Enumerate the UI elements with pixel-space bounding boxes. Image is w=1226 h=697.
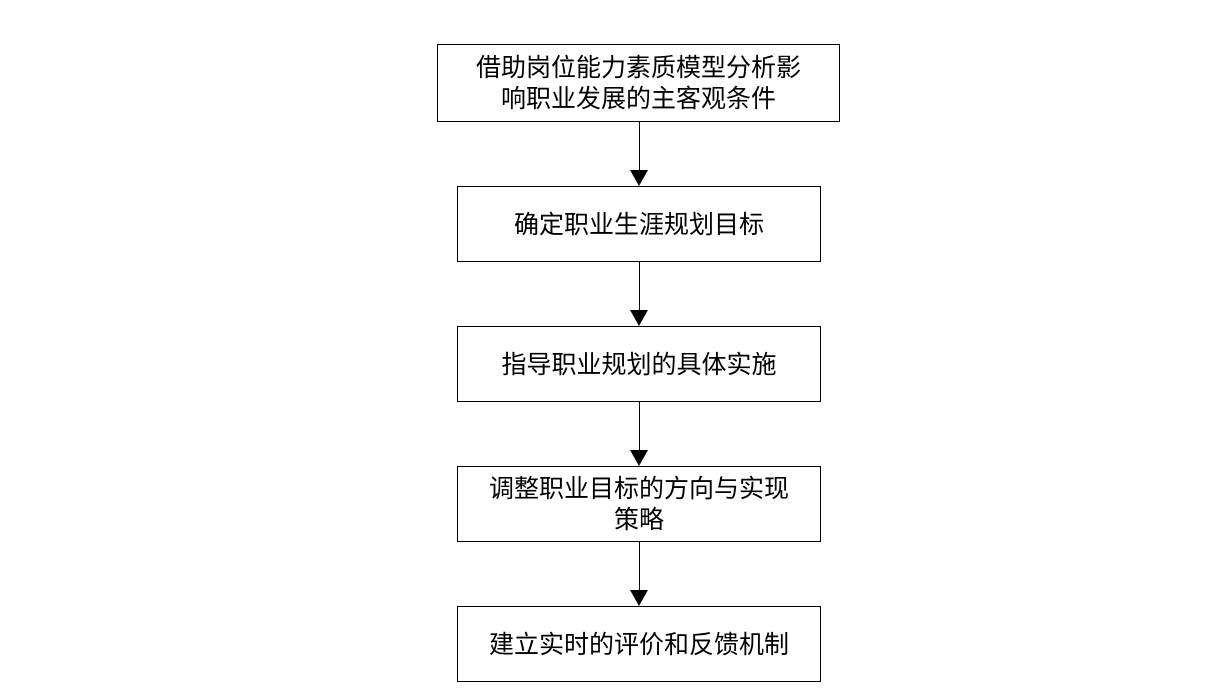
step-3-box: 指导职业规划的具体实施 [457, 326, 821, 402]
step-1-label: 借助岗位能力素质模型分析影响职业发展的主客观条件 [475, 53, 801, 113]
arrow-4-to-5 [630, 542, 648, 606]
step-4-label: 调整职业目标的方向与实现策略 [488, 474, 789, 534]
arrow-2-to-3 [630, 262, 648, 326]
step-4-box: 调整职业目标的方向与实现策略 [457, 466, 821, 542]
step-2-label: 确定职业生涯规划目标 [513, 209, 764, 239]
step-5-box: 建立实时的评价和反馈机制 [457, 606, 821, 682]
step-3-label: 指导职业规划的具体实施 [501, 349, 777, 379]
step-2-box: 确定职业生涯规划目标 [457, 186, 821, 262]
arrow-1-to-2 [630, 122, 648, 186]
arrow-3-to-4 [630, 402, 648, 466]
step-5-label: 建立实时的评价和反馈机制 [488, 629, 789, 659]
step-1-box: 借助岗位能力素质模型分析影响职业发展的主客观条件 [437, 44, 840, 122]
